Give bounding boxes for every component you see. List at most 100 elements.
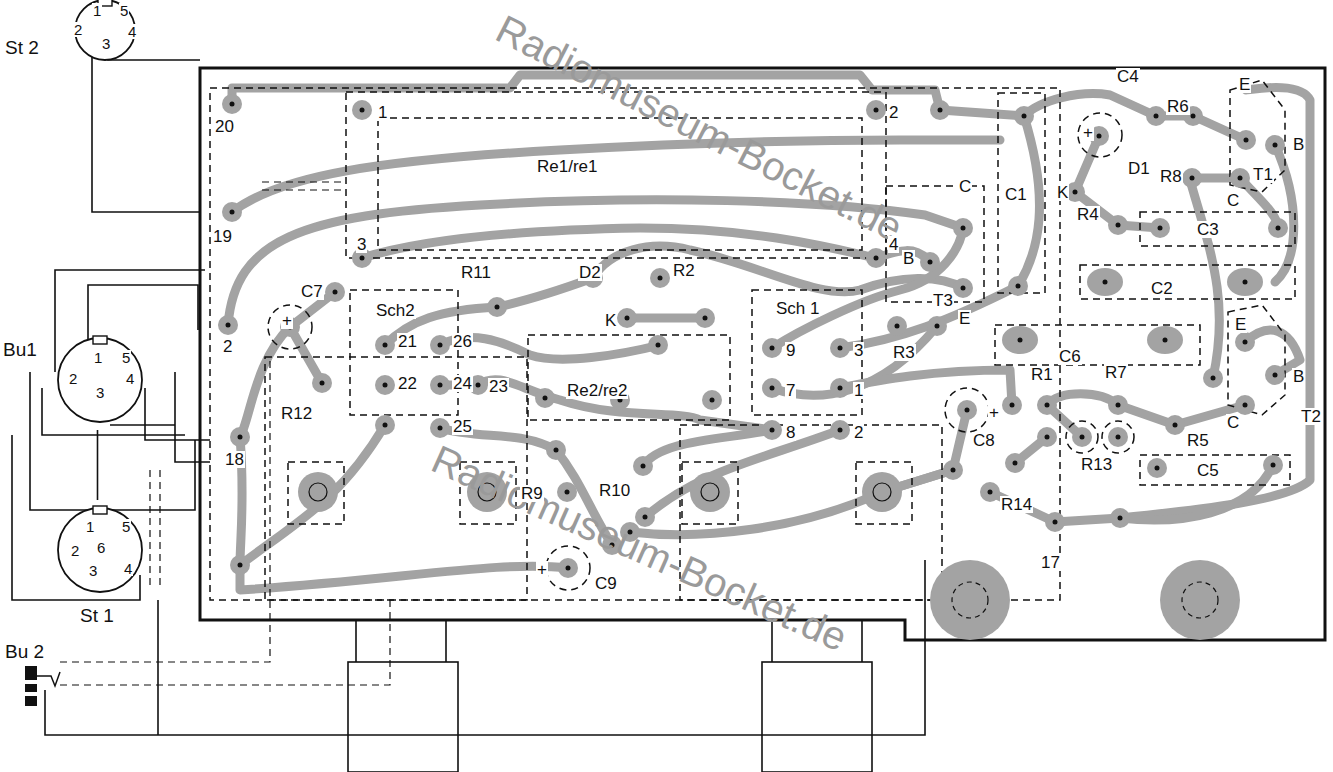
solder-pad: [1073, 190, 1078, 195]
solder-pad: [1173, 423, 1178, 428]
mounting-hole: [952, 582, 988, 618]
part-label: R10: [598, 482, 631, 499]
component-outline: [268, 305, 312, 349]
part-label: T2: [1300, 408, 1322, 425]
solder-pad: [710, 398, 715, 403]
part-label: +: [281, 312, 293, 329]
wiring: [348, 662, 458, 772]
shield-wire: [262, 182, 345, 190]
wiring: [45, 560, 925, 735]
solder-pad: [1037, 427, 1057, 447]
solder-pad: [1097, 134, 1102, 139]
solder-pad: [965, 408, 970, 413]
solder-pad: [383, 343, 388, 348]
part-label: 20: [214, 118, 235, 135]
solder-pad: [333, 290, 338, 295]
solder-pad: [1190, 176, 1195, 181]
pin-number: 5: [121, 519, 131, 534]
solder-pad: [762, 338, 782, 358]
part-label: C6: [1058, 348, 1082, 365]
part-label: B: [902, 250, 915, 267]
solder-pad: [625, 316, 630, 321]
part-label: 18: [224, 451, 245, 468]
solder-pad: [953, 218, 973, 238]
part-label: B: [1292, 136, 1305, 153]
part-label: C4: [1116, 68, 1140, 85]
part-label: 9: [785, 342, 796, 359]
component-outline: [288, 462, 344, 524]
pin-number: 3: [95, 385, 105, 400]
solder-pad: [1211, 376, 1216, 381]
copper-trace: [990, 88, 1310, 523]
part-label: 2: [222, 338, 233, 355]
solder-pad: [1265, 365, 1285, 385]
solder-pad: [1273, 373, 1278, 378]
component-outline: [1080, 265, 1295, 299]
solder-pad: [1165, 415, 1185, 435]
solder-pad: [1238, 176, 1243, 181]
component-outline: [995, 325, 1200, 365]
solder-pad: [430, 335, 450, 355]
part-label: B: [1292, 368, 1305, 385]
solder-pad: [325, 282, 345, 302]
solder-pad: [980, 482, 1000, 502]
part-label: R8: [1159, 168, 1183, 185]
solder-pad: [1108, 427, 1128, 447]
solder-pad: [838, 386, 843, 391]
solder-pad: [1243, 280, 1248, 285]
wiring: [157, 600, 159, 735]
solder-pad: [438, 343, 443, 348]
solder-pad: [957, 400, 977, 420]
solder-pad: [643, 515, 648, 520]
part-label: C7: [300, 283, 324, 300]
component-outline: [886, 186, 984, 302]
copper-trace: [240, 425, 385, 565]
connector-name: St 1: [80, 606, 114, 625]
solder-pad: [690, 472, 730, 512]
solder-pad: [1045, 512, 1065, 532]
wire-connector: [97, 430, 99, 500]
part-label: R6: [1166, 98, 1190, 115]
component-outline: [1102, 421, 1134, 453]
part-label: 24: [452, 375, 473, 392]
solder-pad: [641, 464, 646, 469]
solder-pad: [1236, 130, 1256, 150]
part-label: D2: [578, 264, 602, 281]
part-label: 23: [488, 378, 509, 395]
mounting-hole: [1160, 560, 1240, 640]
solder-pad: [951, 468, 956, 473]
solder-pad: [1053, 520, 1058, 525]
connector-name: Bu 2: [5, 642, 44, 661]
solder-pad: [495, 305, 500, 310]
solder-pad: [930, 100, 950, 120]
solder-pad: [1116, 223, 1121, 228]
connector-key: [93, 506, 107, 514]
solder-pad: [1008, 276, 1028, 296]
copper-trace: [627, 314, 705, 323]
pin-number: 2: [73, 22, 83, 37]
part-label: 26: [452, 333, 473, 350]
part-label: C5: [1196, 462, 1220, 479]
solder-pad: [320, 381, 325, 386]
jack-symbol: [22, 680, 40, 684]
part-label: 1: [853, 382, 864, 399]
solder-pad: [1045, 403, 1050, 408]
solder-pad: [650, 268, 670, 288]
solder-pad: [226, 323, 231, 328]
solder-pad: [695, 308, 715, 328]
connector-name: Bu1: [3, 340, 37, 359]
solder-pad: [230, 555, 250, 575]
part-label: 4: [888, 236, 899, 253]
solder-pad: [1263, 455, 1283, 475]
part-label: D1: [1127, 160, 1151, 177]
solder-pad: [1116, 435, 1121, 440]
shield-wire: [60, 182, 390, 685]
solder-pad: [1118, 516, 1123, 521]
solder-pad: [375, 375, 395, 395]
solder-pad: [862, 472, 902, 512]
solder-pad: [309, 483, 327, 501]
part-label: R11: [460, 264, 492, 281]
solder-pad: [648, 335, 668, 355]
solder-pad: [635, 507, 655, 527]
pin-number: 4: [127, 24, 137, 39]
